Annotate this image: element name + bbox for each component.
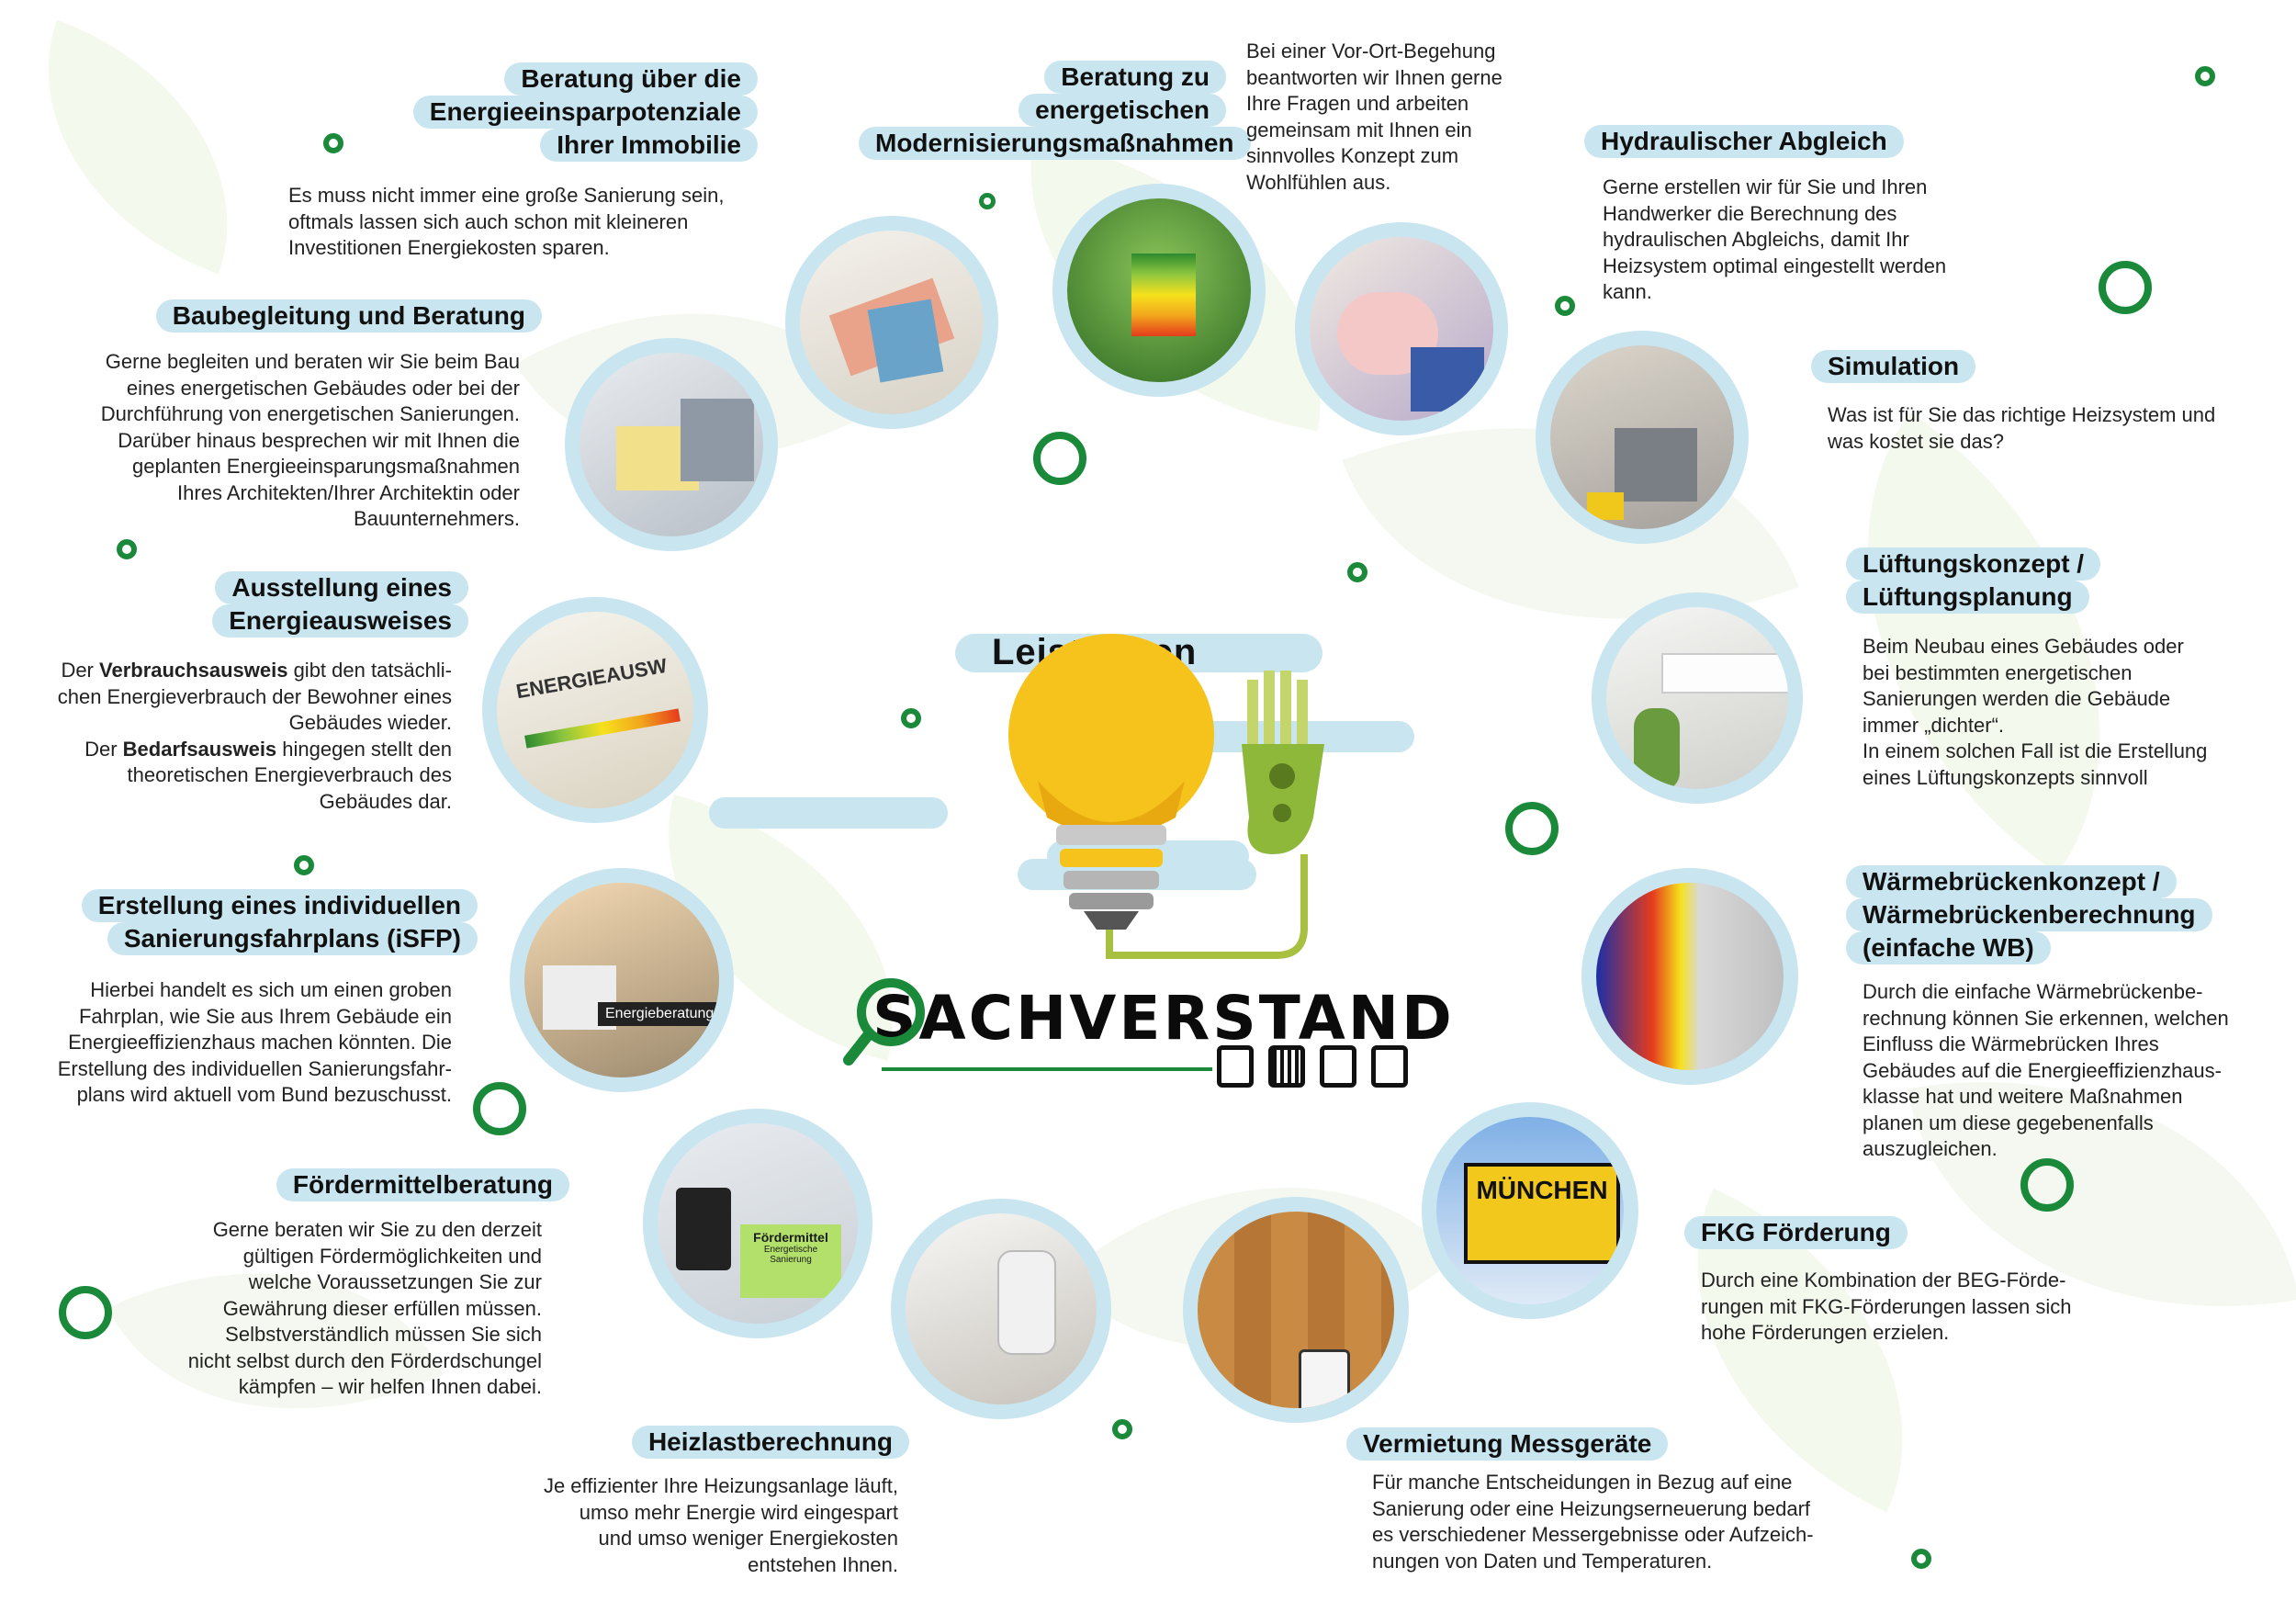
service-title-lueftungskonzept: Lüftungskonzept / Lüftungsplanung bbox=[1846, 547, 2101, 614]
ring-decoration bbox=[294, 855, 314, 875]
center-bar bbox=[709, 797, 948, 829]
document-icon bbox=[1217, 1045, 1254, 1088]
ring-decoration bbox=[323, 133, 343, 153]
photo-label: Energieberatung bbox=[598, 1002, 719, 1026]
gauge-icon bbox=[1371, 1045, 1408, 1088]
logo-icon-row bbox=[1217, 1045, 1408, 1088]
ring-decoration bbox=[2195, 66, 2215, 86]
photo-house-plan bbox=[565, 338, 778, 551]
photo-muenchen-sign: MÜNCHEN bbox=[1422, 1102, 1638, 1319]
service-title-foerdermittel: Fördermittelberatung bbox=[230, 1168, 569, 1201]
photo-label: Energetische bbox=[763, 1245, 818, 1255]
ring-decoration bbox=[117, 539, 137, 559]
service-title-messgeraete: Vermietung Messgeräte bbox=[1346, 1427, 1669, 1460]
magnifier-icon bbox=[843, 978, 925, 1066]
service-title-heizlast: Heizlastberechnung bbox=[588, 1426, 909, 1459]
photo-label: MÜNCHEN bbox=[1476, 1176, 1608, 1204]
ring-decoration bbox=[1347, 562, 1367, 582]
service-text-simulation: Was ist für Sie das richtige Heizsystem … bbox=[1828, 403, 2216, 453]
logo-underline bbox=[882, 1067, 1212, 1071]
photo-thermostat bbox=[891, 1199, 1111, 1419]
ring-decoration bbox=[473, 1082, 526, 1135]
service-text-messgeraete: Für manche Entscheidungen in Bezug auf e… bbox=[1372, 1471, 1814, 1573]
ring-decoration bbox=[1505, 802, 1559, 855]
photo-isfp: Energieberatung bbox=[510, 868, 734, 1092]
service-title-hydraulischer-abgleich: Hydraulischer Abgleich bbox=[1584, 125, 1904, 158]
service-text-waermebruecken: Durch die einfache Wärmebrückenbe-rechnu… bbox=[1863, 980, 2229, 1160]
photo-thermal-image bbox=[1581, 868, 1798, 1085]
service-text-energieausweis: Der Verbrauchsausweis gibt den tatsächli… bbox=[57, 659, 452, 813]
ring-decoration bbox=[2020, 1158, 2074, 1212]
photo-money-radiator bbox=[785, 216, 998, 429]
photo-label: Sanierung bbox=[770, 1255, 812, 1265]
photo-energy-house bbox=[1052, 184, 1266, 397]
service-title-isfp: Erstellung eines individuellen Sanierung… bbox=[37, 889, 478, 955]
photo-air-conditioner bbox=[1592, 592, 1803, 804]
lightbulb-icon bbox=[1008, 634, 1324, 959]
ring-decoration bbox=[1555, 296, 1575, 316]
ring-decoration bbox=[1033, 432, 1086, 485]
service-title-baubegleitung: Baubegleitung und Beratung bbox=[110, 299, 542, 333]
radiator-icon bbox=[1268, 1045, 1305, 1088]
service-text-baubegleitung: Gerne begleiten und beraten wir Sie beim… bbox=[100, 350, 520, 530]
service-text-heizlast: Je effizienter Ihre Heizungsanlage läuft… bbox=[543, 1474, 898, 1576]
ring-decoration bbox=[979, 193, 996, 209]
photo-measuring-devices bbox=[1183, 1197, 1409, 1423]
photo-label: Fördermittel bbox=[753, 1230, 828, 1245]
ring-decoration bbox=[1911, 1549, 1931, 1569]
drop-icon bbox=[1320, 1045, 1356, 1088]
ring-decoration bbox=[1112, 1419, 1132, 1439]
service-title-modernisierung: Beratung zu energetischen Modernisierung… bbox=[859, 61, 1251, 160]
service-title-waermebruecken: Wärmebrückenkonzept / Wärmebrückenberech… bbox=[1846, 865, 2212, 964]
service-text-fkg: Durch eine Kombination der BEG-Förde-run… bbox=[1701, 1269, 2072, 1344]
photo-heat-pumps bbox=[1536, 331, 1749, 544]
service-title-fkg: FKG Förderung bbox=[1684, 1216, 1908, 1249]
service-title-energieeinsparpotenziale: Beratung über die Energieeinsparpotenzia… bbox=[276, 62, 758, 162]
photo-foerdermittel: Fördermittel Energetische Sanierung bbox=[643, 1109, 872, 1338]
service-text-energieeinsparpotenziale: Es muss nicht immer eine große Sanierung… bbox=[288, 184, 725, 259]
service-title-energieausweis: Ausstellung eines Energieausweises bbox=[138, 571, 468, 637]
ring-decoration bbox=[2099, 261, 2152, 314]
photo-piggybank bbox=[1295, 222, 1508, 435]
photo-energieausweis: ENERGIEAUSW bbox=[482, 597, 708, 823]
ring-decoration bbox=[59, 1286, 112, 1339]
logo-sachverstand: SACHVERSTAND bbox=[872, 983, 1455, 1054]
service-title-simulation: Simulation bbox=[1811, 350, 1976, 383]
ring-decoration bbox=[901, 708, 921, 728]
photo-label: ENERGIEAUSW bbox=[514, 653, 670, 704]
